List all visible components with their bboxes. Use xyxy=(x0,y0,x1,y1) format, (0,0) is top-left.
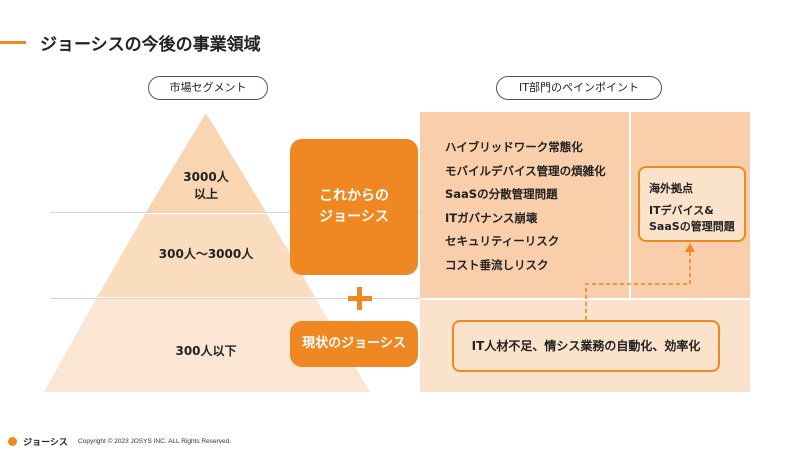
pyramid-tier-bottom xyxy=(44,299,370,392)
future-josys-box: これからの ジョーシス xyxy=(290,139,418,275)
footer-logo-text: ジョーシス xyxy=(23,438,68,448)
divider-line-upper xyxy=(50,212,420,213)
overseas-pain-line2: ITデバイス& xyxy=(649,204,714,217)
pain-item-it-governance: ITガバナンス崩壊 xyxy=(445,210,538,225)
overseas-pain-lines: ITデバイス& SaaSの管理問題 xyxy=(649,203,735,235)
arrow-head-icon xyxy=(685,243,695,252)
future-josys-line1: これからの xyxy=(319,188,389,204)
tier-label-large-line1: 3000人 xyxy=(183,170,229,184)
overseas-pain-box: 海外拠点 ITデバイス& SaaSの管理問題 xyxy=(638,166,746,242)
plus-icon-vertical xyxy=(357,287,362,310)
future-pain-panel xyxy=(420,112,629,298)
footer: ジョーシス Copyright © 2023 JOSYS INC. ALL Ri… xyxy=(8,431,232,448)
footer-copyright: Copyright © 2023 JOSYS INC. ALL Rights R… xyxy=(78,438,232,445)
current-pain-box: IT人材不足、情シス業務の自動化、効率化 xyxy=(452,320,720,372)
pain-item-saas-management: SaaSの分散管理問題 xyxy=(445,187,558,202)
pain-item-hybrid-work: ハイブリッドワーク常態化 xyxy=(445,140,583,154)
pyramid-tier-middle xyxy=(97,214,315,297)
current-josys-box: 現状のジョーシス xyxy=(290,321,418,367)
tier-label-mid: 300人〜3000人 xyxy=(158,247,254,261)
future-pain-list: ハイブリッドワーク常態化 モバイルデバイス管理の煩雑化 SaaSの分散管理問題 … xyxy=(445,136,606,278)
divider-line-lower xyxy=(50,298,420,299)
overseas-pain-line3: SaaSの管理問題 xyxy=(649,220,735,233)
pain-item-mobile-device: モバイルデバイス管理の煩雑化 xyxy=(445,163,606,178)
dashed-arrow-path xyxy=(585,251,691,320)
tier-label-small: 300人以下 xyxy=(175,344,237,358)
pain-item-cost-risk: コスト垂流しリスク xyxy=(445,257,549,272)
tier-label-large-line2: 以上 xyxy=(193,187,218,201)
pain-item-security-risk: セキュリティーリスク xyxy=(445,234,560,249)
market-segment-label: 市場セグメント xyxy=(148,76,268,100)
title-accent-bar xyxy=(0,41,26,44)
overseas-pain-line1: 海外拠点 xyxy=(649,182,693,195)
josys-logo-icon xyxy=(8,437,17,446)
pain-points-label: IT部門のペインポイント xyxy=(496,76,662,100)
future-josys-line2: ジョーシス xyxy=(319,209,389,225)
page-title: ジョーシスの今後の事業領域 xyxy=(40,35,261,55)
current-pain-text: IT人材不足、情シス業務の自動化、効率化 xyxy=(471,339,701,353)
tier-label-large: 3000人 以上 xyxy=(168,169,244,203)
pyramid-tier-top xyxy=(146,113,266,212)
